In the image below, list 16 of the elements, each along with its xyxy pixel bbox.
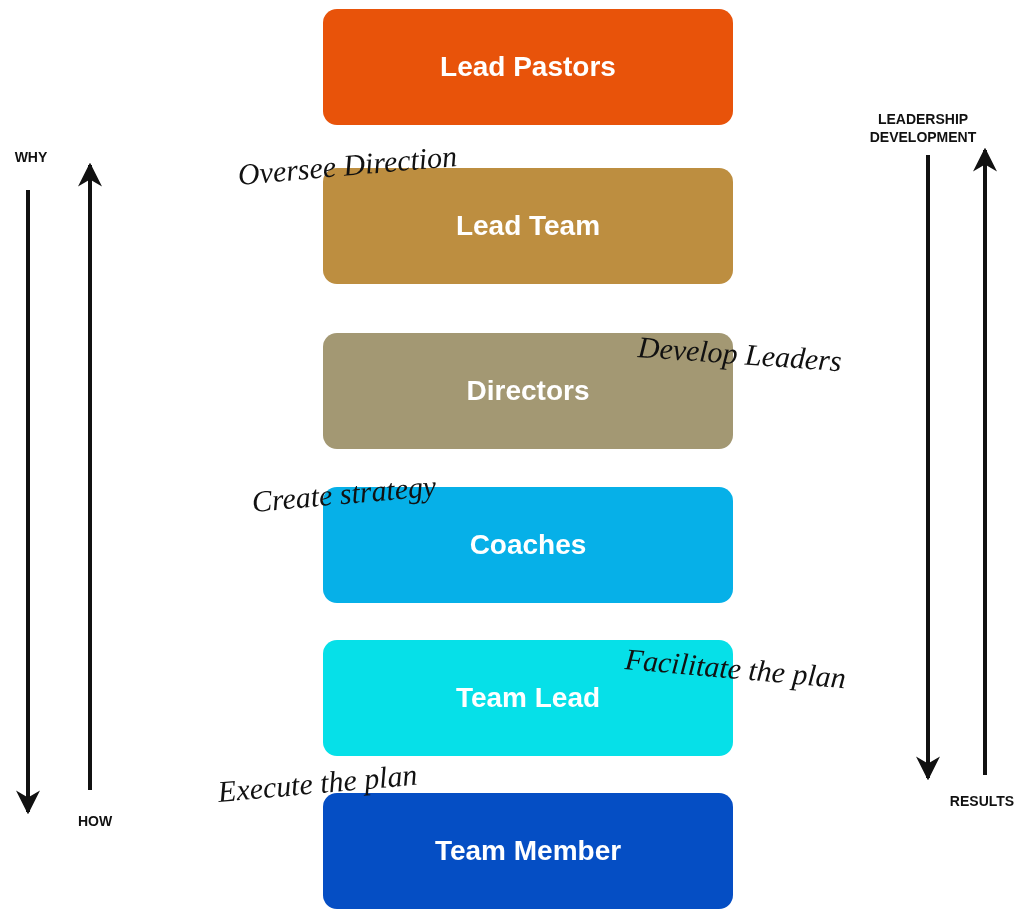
role-title: Team Member xyxy=(434,835,622,867)
axis-label: LEADERSHIP DEVELOPMENT xyxy=(868,110,978,146)
axis-label: WHY xyxy=(13,148,49,166)
handwritten-note: Create strategy xyxy=(250,468,438,519)
handwritten-note: Develop Leaders xyxy=(636,330,843,379)
role-title: Lead Team xyxy=(455,210,601,242)
role-title: Lead Pastors xyxy=(440,51,616,83)
axis-label: HOW xyxy=(76,812,114,830)
role-title: Coaches xyxy=(469,529,587,561)
role-title: Directors xyxy=(466,375,590,407)
handwritten-note: Facilitate the plan xyxy=(623,642,848,696)
handwritten-note: Execute the plan xyxy=(216,757,419,809)
axis-label: RESULTS xyxy=(948,792,1016,810)
role-box xyxy=(323,9,733,125)
handwritten-note: Oversee Direction xyxy=(236,138,459,192)
role-title: Team Lead xyxy=(455,682,601,714)
